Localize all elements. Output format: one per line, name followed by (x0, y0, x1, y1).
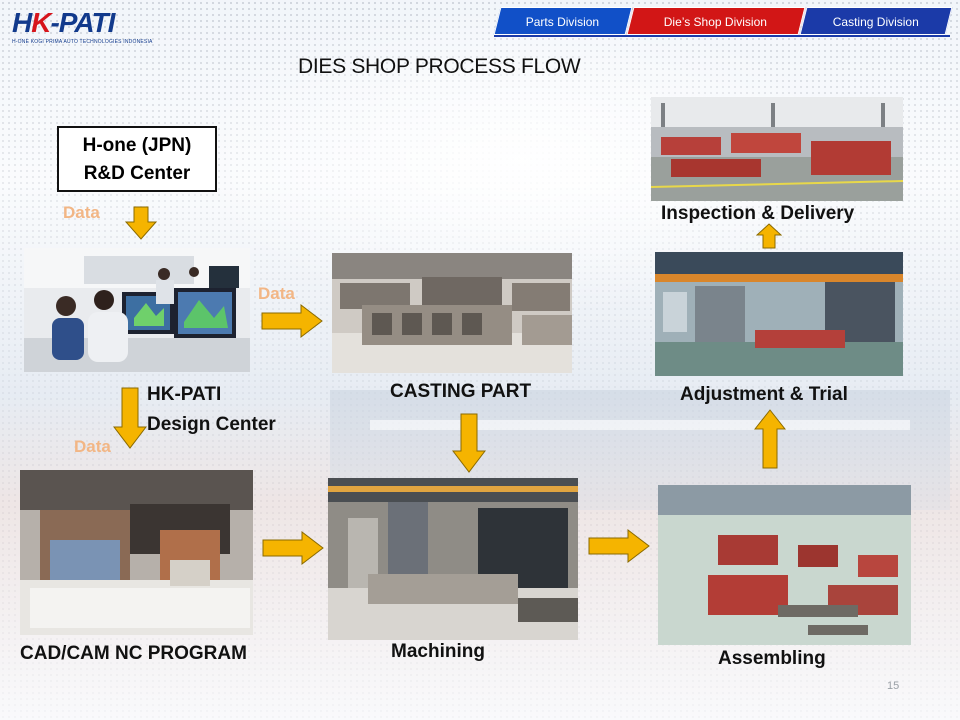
machining-label: Machining (391, 641, 485, 662)
logo-letter-h: H (12, 7, 32, 38)
arrow-up-adjustment-icon (754, 409, 786, 469)
rnd-center-line1: H-one (JPN) (82, 135, 192, 156)
page-title: DIES SHOP PROCESS FLOW (298, 55, 581, 78)
logo-text: -PATI (50, 7, 115, 38)
assembling-label: Assembling (718, 648, 826, 669)
design-center-photo (24, 248, 250, 372)
tab-dies-shop-division[interactable]: Die’s Shop Division (626, 7, 806, 35)
adjustment-trial-photo (655, 252, 903, 376)
casting-part-label: CASTING PART (390, 381, 532, 402)
design-center-label-line2: Design Center (147, 414, 276, 435)
logo-tagline: H-ONE KOGI PRIMA AUTO TECHNOLOGIES INDON… (12, 39, 153, 45)
data-label-rnd: Data (63, 203, 100, 222)
rnd-center-line2: R&D Center (83, 163, 191, 184)
arrow-right-machining-icon (262, 531, 324, 565)
cadcam-label: CAD/CAM NC PROGRAM (20, 643, 247, 664)
arrow-down-cadcam-icon (113, 387, 147, 449)
assembling-photo (658, 485, 911, 645)
inspection-delivery-label: Inspection & Delivery (661, 203, 855, 224)
data-label-casting: Data (258, 284, 295, 303)
tab-casting-division[interactable]: Casting Division (799, 7, 953, 35)
machining-photo (328, 478, 578, 640)
arrow-down-rnd-icon (125, 206, 157, 240)
logo-letter-k: K (31, 7, 51, 38)
company-logo: HK-PATI H-ONE KOGI PRIMA AUTO TECHNOLOGI… (12, 7, 153, 48)
arrow-up-inspection-icon (756, 223, 782, 249)
rnd-center-box: H-one (JPN) R&D Center (57, 126, 217, 192)
tab-underline (494, 35, 950, 37)
arrow-right-assembling-icon (588, 529, 650, 563)
design-center-label-line1: HK-PATI (147, 384, 222, 405)
inspection-delivery-photo (651, 97, 903, 201)
arrow-down-machining-icon (452, 413, 486, 473)
page-number: 15 (887, 680, 900, 692)
adjustment-trial-label: Adjustment & Trial (680, 384, 848, 405)
arrow-right-casting-icon (261, 304, 323, 338)
tab-parts-division[interactable]: Parts Division (493, 7, 633, 35)
data-label-cadcam: Data (74, 437, 111, 456)
casting-part-photo (332, 253, 572, 373)
cadcam-photo (20, 470, 253, 635)
